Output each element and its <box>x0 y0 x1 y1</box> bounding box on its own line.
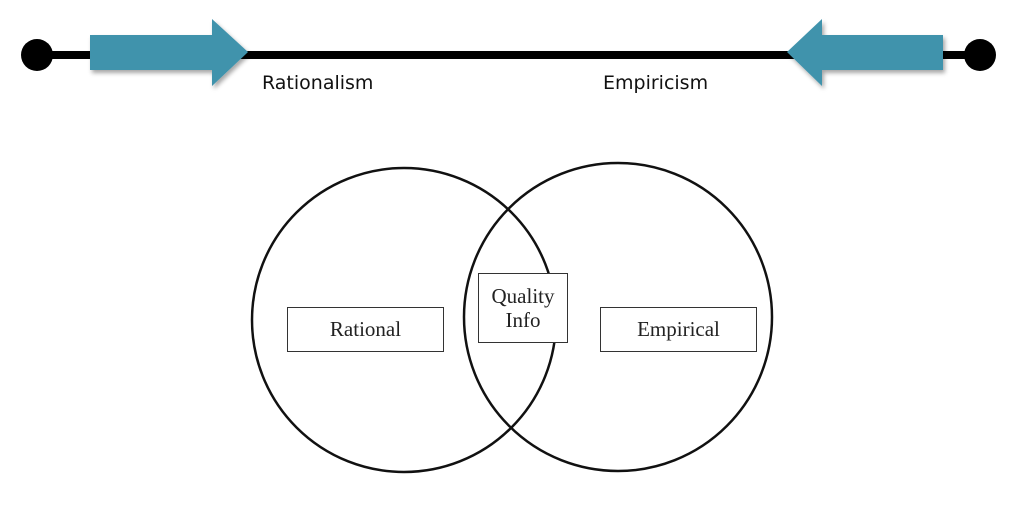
venn-circle-right <box>462 161 774 473</box>
empirical-box: Empirical <box>600 307 757 352</box>
left-endpoint-dot <box>21 39 53 71</box>
quality-info-box: Quality Info <box>478 273 568 343</box>
rational-box: Rational <box>287 307 444 352</box>
right-endpoint-dot <box>964 39 996 71</box>
empiricism-label: Empiricism <box>603 72 709 94</box>
left-pointing-arrow-icon <box>787 19 943 86</box>
rationalism-label: Rationalism <box>262 72 374 94</box>
right-pointing-arrow-icon <box>90 19 248 86</box>
